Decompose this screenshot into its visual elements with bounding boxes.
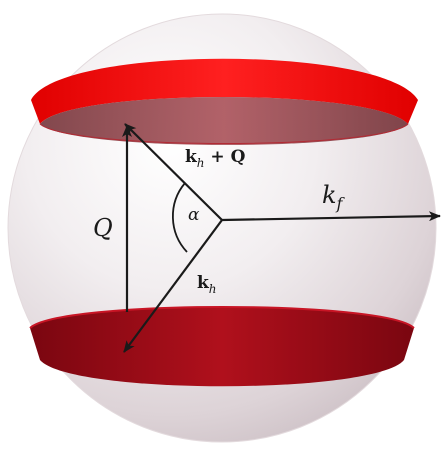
alpha-label: α (188, 205, 200, 225)
kh-plus-Q-label: kh + Q (185, 147, 246, 170)
kh-arrow (123, 219, 223, 353)
upper-band (31, 58, 418, 145)
Q-label: Q (93, 214, 113, 242)
kf-label: kf (322, 181, 346, 213)
lower-band (29, 306, 415, 387)
vectors (122, 123, 441, 353)
kf-arrow (221, 211, 441, 222)
kh-plus-Q-arrow (124, 123, 223, 221)
alpha-arc (171, 182, 188, 253)
kh-label: kh (197, 273, 217, 296)
